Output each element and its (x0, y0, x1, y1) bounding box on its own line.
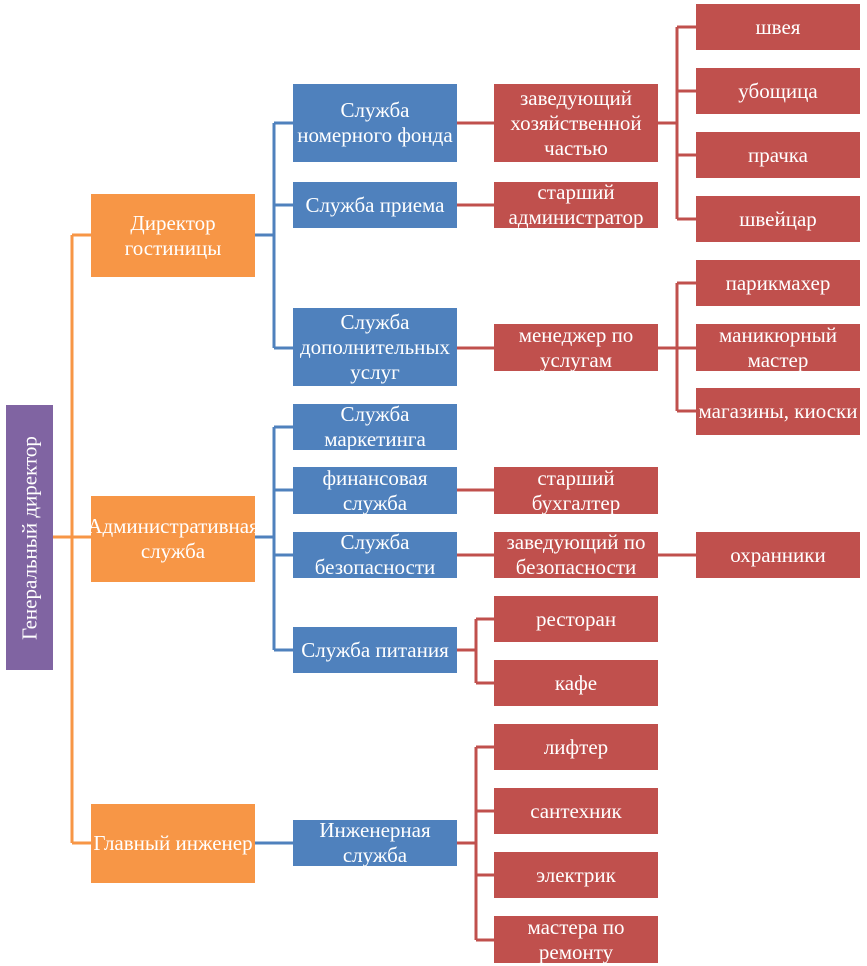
senior-admin-node: старший администратор (494, 182, 658, 228)
doorman-node: швейцар (696, 196, 860, 242)
laundress-node: прачка (696, 132, 860, 178)
repair-masters-node: мастера по ремонту (494, 916, 658, 963)
admin-service-node: Административная служба (91, 496, 255, 582)
manicurist-node: маникюрный мастер (696, 324, 860, 371)
chief-engineer-node: Главный инженер (91, 804, 255, 883)
root-connectors (53, 233, 91, 845)
security-head-node: заведующий по безопасности (494, 532, 658, 578)
hairdresser-node: парикмахер (696, 260, 860, 306)
shops-kiosks-node: магазины, киоски (696, 388, 860, 435)
finance-service-node: финансовая служба (293, 467, 457, 514)
restaurant-node: ресторан (494, 596, 658, 642)
level1-connectors (255, 121, 293, 845)
senior-accountant-node: старший бухгалтер (494, 467, 658, 514)
rooms-service-node: Служба номерного фонда (293, 84, 457, 162)
engineering-service-node: Инженерная служба (293, 820, 457, 866)
service-manager-node: менеджер по услугам (494, 324, 658, 371)
ceo-label: Генеральный директор (17, 435, 41, 640)
housekeeper-node: заведующий хозяйственной частью (494, 84, 658, 162)
ceo-node: Генеральный директор (6, 405, 53, 670)
level2-connectors (457, 25, 696, 942)
reception-service-node: Служба приема (293, 182, 457, 228)
security-service-node: Служба безопасности (293, 532, 457, 578)
electrician-node: электрик (494, 852, 658, 898)
hotel-director-node: Директор гостиницы (91, 194, 255, 277)
plumber-node: сантехник (494, 788, 658, 834)
cafe-node: кафе (494, 660, 658, 706)
food-service-node: Служба питания (293, 627, 457, 673)
marketing-service-node: Служба маркетинга (293, 404, 457, 450)
lifter-node: лифтер (494, 724, 658, 770)
guards-node: охранники (696, 532, 860, 578)
cleaner-node: убощица (696, 68, 860, 114)
seamstress-node: швея (696, 4, 860, 50)
extra-services-node: Служба дополнительных услуг (293, 308, 457, 386)
